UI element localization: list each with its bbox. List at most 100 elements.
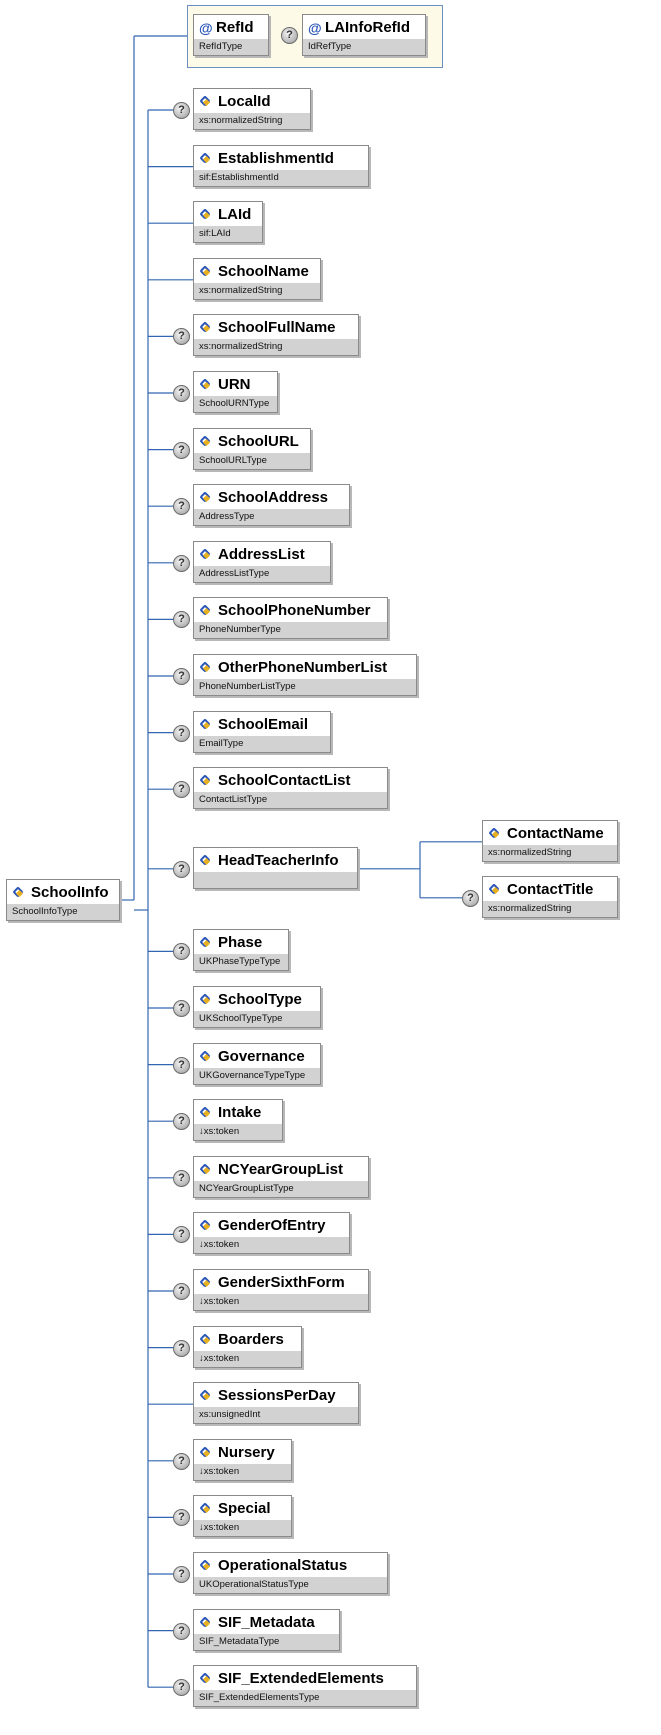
node-type: SIF_MetadataType — [194, 1633, 339, 1650]
optional-question-icon: ? — [173, 781, 190, 799]
element-diamond-icon — [488, 827, 503, 840]
attribute-at-icon: @ — [199, 19, 213, 36]
node-name: Governance — [218, 1047, 305, 1065]
node-name: Phase — [218, 934, 263, 952]
element-diamond-icon — [199, 1332, 214, 1346]
element-diamond-icon — [199, 1615, 214, 1629]
element-diamond-icon — [199, 378, 214, 391]
optional-question-icon: ? — [173, 385, 190, 402]
node-name: RefId — [216, 19, 254, 36]
optional-question-icon: ? — [173, 1622, 190, 1640]
optional-question-icon: ? — [173, 1566, 190, 1583]
element-node-schoolurl[interactable]: SchoolURL SchoolURLType — [193, 427, 311, 470]
element-node-nursery[interactable]: Nursery ↓xs:token — [193, 1438, 292, 1481]
node-type: UKGovernanceTypeType — [194, 1067, 320, 1084]
element-diamond-icon — [199, 1672, 214, 1685]
optional-question-icon: ? — [173, 668, 190, 685]
node-type: ↓xs:token — [194, 1124, 282, 1141]
node-name: AddressList — [218, 545, 305, 563]
element-diamond-icon — [199, 151, 214, 165]
node-name: NCYearGroupList — [218, 1160, 344, 1178]
node-type: xs:normalizedString — [483, 900, 617, 917]
attribute-at-icon: @ — [308, 19, 322, 36]
element-node-headteacherinfo[interactable]: HeadTeacherInfo — [193, 846, 358, 889]
element-node-boarders[interactable]: Boarders ↓xs:token — [193, 1325, 302, 1368]
element-diamond-icon — [199, 774, 214, 787]
optional-question-icon: ? — [173, 1226, 190, 1244]
element-node-gendersixthform[interactable]: GenderSixthForm ↓xs:token — [193, 1269, 369, 1311]
element-diamond-icon — [199, 1276, 214, 1289]
node-type: ↓xs:token — [194, 1237, 349, 1254]
node-type: ↓xs:token — [194, 1350, 301, 1367]
node-name: SchoolInfo — [31, 884, 109, 901]
optional-question-icon: ? — [173, 498, 190, 516]
node-type: UKSchoolTypeType — [194, 1011, 320, 1027]
optional-question-icon: ? — [173, 1169, 190, 1187]
element-node-special[interactable]: Special ↓xs:token — [193, 1495, 292, 1538]
node-type: SchoolURLType — [194, 452, 310, 469]
node-name: Nursery — [218, 1443, 275, 1461]
node-type: AddressListType — [194, 565, 330, 582]
node-type: EmailType — [194, 735, 330, 752]
node-type: UKPhaseTypeType — [194, 954, 288, 971]
node-type: ↓xs:token — [194, 1294, 368, 1310]
element-diamond-icon — [199, 717, 214, 731]
element-diamond-icon — [12, 886, 27, 899]
element-node-intake[interactable]: Intake↓xs:token — [193, 1099, 283, 1142]
node-type: ↓xs:token — [194, 1520, 291, 1537]
element-diamond-icon — [199, 1049, 214, 1063]
node-name: SchoolContactList — [218, 772, 351, 790]
node-name: Boarders — [218, 1330, 284, 1348]
optional-question-icon: ? — [281, 27, 298, 44]
node-type: xs:unsignedInt — [194, 1407, 358, 1424]
element-diamond-icon — [199, 208, 214, 221]
optional-question-icon: ? — [173, 328, 190, 346]
element-diamond-icon — [199, 661, 214, 674]
node-name: GenderSixthForm — [218, 1274, 345, 1291]
node-name: SchoolFullName — [218, 319, 336, 337]
node-type: NCYearGroupListType — [194, 1180, 368, 1197]
node-type: ↓xs:token — [194, 1463, 291, 1480]
node-type: xs:normalizedString — [194, 282, 320, 299]
node-type: SchoolURNType — [194, 396, 277, 412]
optional-question-icon: ? — [173, 1283, 190, 1300]
node-name: Special — [218, 1500, 271, 1518]
optional-question-icon: ? — [173, 943, 190, 961]
node-type — [194, 871, 357, 888]
element-diamond-icon — [199, 491, 214, 504]
optional-question-icon: ? — [173, 1452, 190, 1470]
optional-question-icon: ? — [173, 554, 190, 572]
element-diamond-icon — [199, 854, 214, 867]
node-name: LAId — [218, 206, 252, 224]
node-name: ContactName — [507, 824, 604, 842]
node-name: GenderOfEntry — [218, 1217, 326, 1235]
node-name: SchoolURL — [218, 432, 299, 450]
element-node-genderofentry[interactable]: GenderOfEntry ↓xs:token — [193, 1212, 350, 1255]
optional-question-icon: ? — [173, 611, 190, 629]
